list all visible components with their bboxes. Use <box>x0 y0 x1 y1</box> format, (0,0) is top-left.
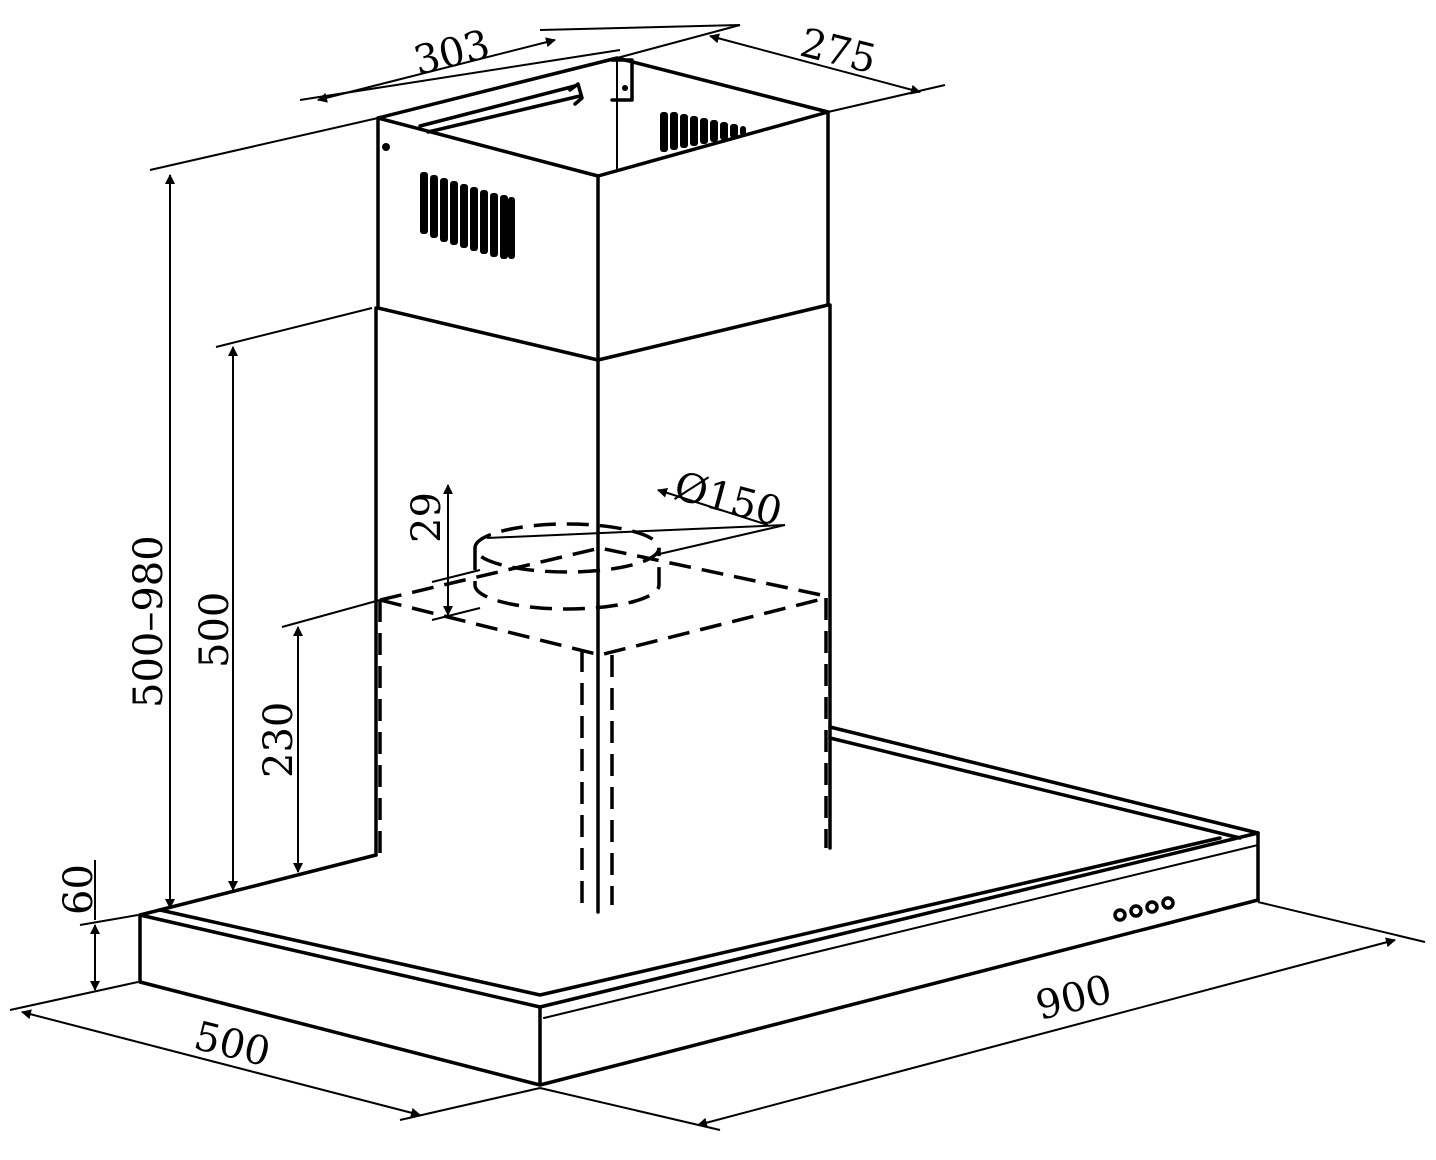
dim-total-height: 500–980 <box>126 174 175 909</box>
dim-chimney-width: 303 <box>149 22 741 171</box>
upper-chimney <box>376 56 830 362</box>
dim-outlet-diameter: Ø150 <box>486 463 787 556</box>
label-outlet-offset: 29 <box>404 492 450 543</box>
control-button <box>1145 900 1159 914</box>
vent-grille-right <box>660 112 746 152</box>
dim-canopy-width: 900 <box>539 901 1426 1131</box>
dim-upper-chimney: 500 <box>192 307 373 891</box>
motor-housing-hidden <box>378 522 828 905</box>
lower-chimney <box>374 303 832 914</box>
control-button <box>1129 904 1143 918</box>
label-chimney-width: 303 <box>409 22 494 85</box>
control-button <box>1113 908 1127 922</box>
dim-canopy-depth: 500 <box>9 981 541 1121</box>
dim-outlet-offset: 29 <box>404 484 481 621</box>
dim-canopy-thickness: 60 <box>56 860 139 991</box>
label-canopy-width: 900 <box>1031 967 1116 1030</box>
control-buttons <box>1113 896 1175 922</box>
label-total-height: 500–980 <box>126 535 172 708</box>
label-outlet-diameter: Ø150 <box>669 463 786 536</box>
label-chimney-depth: 275 <box>796 20 881 83</box>
label-canopy-thickness: 60 <box>56 864 102 915</box>
canopy <box>138 725 1260 1087</box>
control-button <box>1161 896 1175 910</box>
label-canopy-depth: 500 <box>190 1013 275 1076</box>
label-upper-chimney: 500 <box>192 592 238 668</box>
label-lower-chimney: 230 <box>256 702 302 778</box>
vent-grille-left <box>420 172 515 259</box>
dim-lower-chimney: 230 <box>256 599 381 873</box>
